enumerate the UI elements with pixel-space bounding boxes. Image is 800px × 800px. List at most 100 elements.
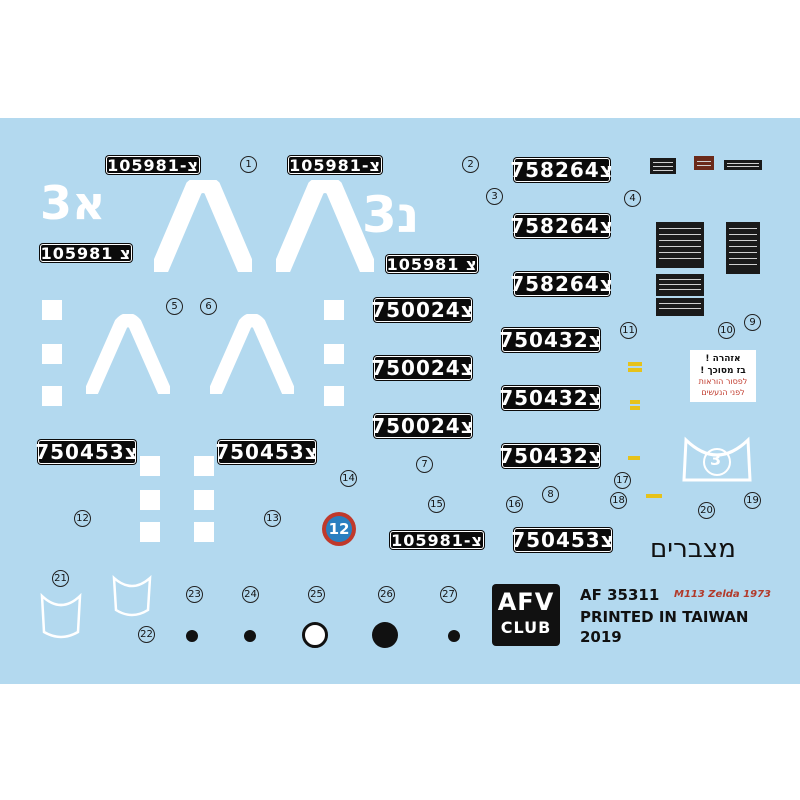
number-10: 10 xyxy=(718,322,735,339)
white-square xyxy=(324,300,344,320)
yellow-marking xyxy=(630,406,640,410)
warning-title: אזהרה ! xyxy=(705,354,741,364)
data-stencil-1 xyxy=(650,158,676,174)
plate-105981-4: 105981 צ xyxy=(386,254,478,274)
roundel-12: 12 xyxy=(322,512,356,546)
number-21: 21 xyxy=(52,570,69,587)
number-27: 27 xyxy=(440,586,457,603)
plate-750453-2: 750453צ xyxy=(215,440,319,464)
yellow-marking xyxy=(628,368,642,372)
white-square xyxy=(140,490,160,510)
emblem-number: 3 xyxy=(710,450,722,469)
data-stencil-6 xyxy=(656,274,704,296)
number-23: 23 xyxy=(186,586,203,603)
number-22: 22 xyxy=(138,626,155,643)
number-24: 24 xyxy=(242,586,259,603)
white-square xyxy=(194,456,214,476)
chevron-large-1 xyxy=(154,180,252,272)
white-emblem-22 xyxy=(112,575,152,617)
plate-750453-1: 750453צ xyxy=(35,440,139,464)
warning-line: לפני הנעשים xyxy=(701,388,745,398)
data-stencil-4 xyxy=(656,222,704,268)
yellow-marking xyxy=(628,362,642,366)
wheel-decal-24 xyxy=(244,630,256,642)
number-18: 18 xyxy=(610,492,627,509)
plate-750432-2: 750432צ xyxy=(499,386,603,410)
chevron-medium-2 xyxy=(210,314,294,394)
white-square xyxy=(324,386,344,406)
tactical-code-right: 3נ xyxy=(362,186,420,244)
plate-758264-3: 758264צ xyxy=(510,272,614,296)
number-17: 17 xyxy=(614,472,631,489)
number-12: 12 xyxy=(74,510,91,527)
chevron-large-2 xyxy=(276,180,374,272)
printed-in-text: PRINTED IN TAIWAN xyxy=(580,608,749,626)
plate-750432-1: 750432צ xyxy=(499,328,603,352)
yellow-marking xyxy=(630,400,640,404)
white-square xyxy=(194,490,214,510)
white-square xyxy=(42,300,62,320)
white-square xyxy=(42,344,62,364)
wheel-decal-25 xyxy=(302,622,328,648)
data-stencil-3 xyxy=(724,160,762,170)
wheel-decal-23 xyxy=(186,630,198,642)
number-14: 14 xyxy=(340,470,357,487)
number-1: 1 xyxy=(240,156,257,173)
plate-750453-3: 750453צ xyxy=(511,528,615,552)
plate-750024-3: 750024צ xyxy=(371,414,475,438)
logo-bottom-text: CLUB xyxy=(500,618,552,637)
warning-line: בז מסוכך ! xyxy=(700,366,746,377)
roundel-number: 12 xyxy=(326,516,352,542)
decal-sheet: 105981-צ 105981-צ 105981 צ 105981 צ 1059… xyxy=(0,118,800,684)
number-2: 2 xyxy=(462,156,479,173)
yellow-marking xyxy=(628,456,640,460)
number-9: 9 xyxy=(744,314,761,331)
number-5: 5 xyxy=(166,298,183,315)
white-square xyxy=(140,456,160,476)
plate-750024-1: 750024צ xyxy=(371,298,475,322)
wheel-decal-26 xyxy=(372,622,398,648)
white-emblem-21 xyxy=(40,592,82,639)
warning-label: אזהרה ! בז מסוכך ! לפסור הוראות לפני הנע… xyxy=(690,350,756,402)
yellow-marking xyxy=(646,494,662,498)
number-6: 6 xyxy=(200,298,217,315)
white-square xyxy=(42,386,62,406)
number-15: 15 xyxy=(428,496,445,513)
number-26: 26 xyxy=(378,586,395,603)
number-16: 16 xyxy=(506,496,523,513)
number-11: 11 xyxy=(620,322,637,339)
kit-subject: M113 Zelda 1973 xyxy=(674,589,771,600)
plate-105981-5: 105981-צ xyxy=(390,530,484,550)
number-7: 7 xyxy=(416,456,433,473)
number-13: 13 xyxy=(264,510,281,527)
white-square xyxy=(324,344,344,364)
wheel-decal-27 xyxy=(448,630,460,642)
white-square xyxy=(194,522,214,542)
number-19: 19 xyxy=(744,492,761,509)
data-stencil-5 xyxy=(726,222,760,274)
unit-emblem xyxy=(682,436,752,482)
afv-club-logo: AFV CLUB xyxy=(492,584,560,646)
logo-top-text: AFV xyxy=(497,588,555,616)
warning-line: לפסור הוראות xyxy=(698,377,748,387)
plate-105981-2: 105981-צ xyxy=(288,155,382,175)
plate-105981-1: 105981-צ xyxy=(106,155,200,175)
number-25: 25 xyxy=(308,586,325,603)
data-stencil-2 xyxy=(694,156,714,170)
number-4: 4 xyxy=(624,190,641,207)
plate-758264-2: 758264צ xyxy=(510,214,614,238)
number-20: 20 xyxy=(698,502,715,519)
kit-code: AF 35311 xyxy=(580,586,660,604)
number-8: 8 xyxy=(542,486,559,503)
print-year: 2019 xyxy=(580,628,622,646)
tactical-code-left: 3א xyxy=(40,176,106,230)
data-stencil-7 xyxy=(656,298,704,316)
plate-750024-2: 750024צ xyxy=(371,356,475,380)
plate-750432-3: 750432צ xyxy=(499,444,603,468)
chevron-medium-1 xyxy=(86,314,170,394)
hebrew-word: מצברים xyxy=(650,534,736,564)
plate-758264-1: 758264צ xyxy=(510,158,614,182)
white-square xyxy=(140,522,160,542)
plate-105981-3: 105981 צ xyxy=(40,243,132,263)
number-3: 3 xyxy=(486,188,503,205)
